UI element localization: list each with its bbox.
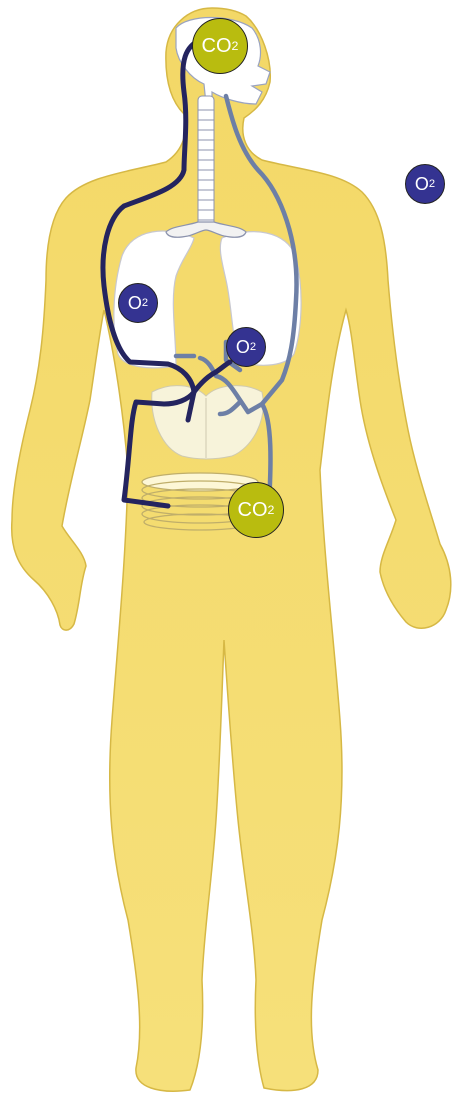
- body-silhouette: [12, 8, 451, 1091]
- o2-badge-label: O: [236, 338, 250, 356]
- co2-badge-label: CO: [202, 36, 232, 56]
- trachea: [198, 96, 214, 226]
- o2-badge-label: O: [128, 294, 142, 312]
- co2-badge-label: CO: [238, 500, 268, 520]
- o2-badge-label: O: [415, 175, 429, 193]
